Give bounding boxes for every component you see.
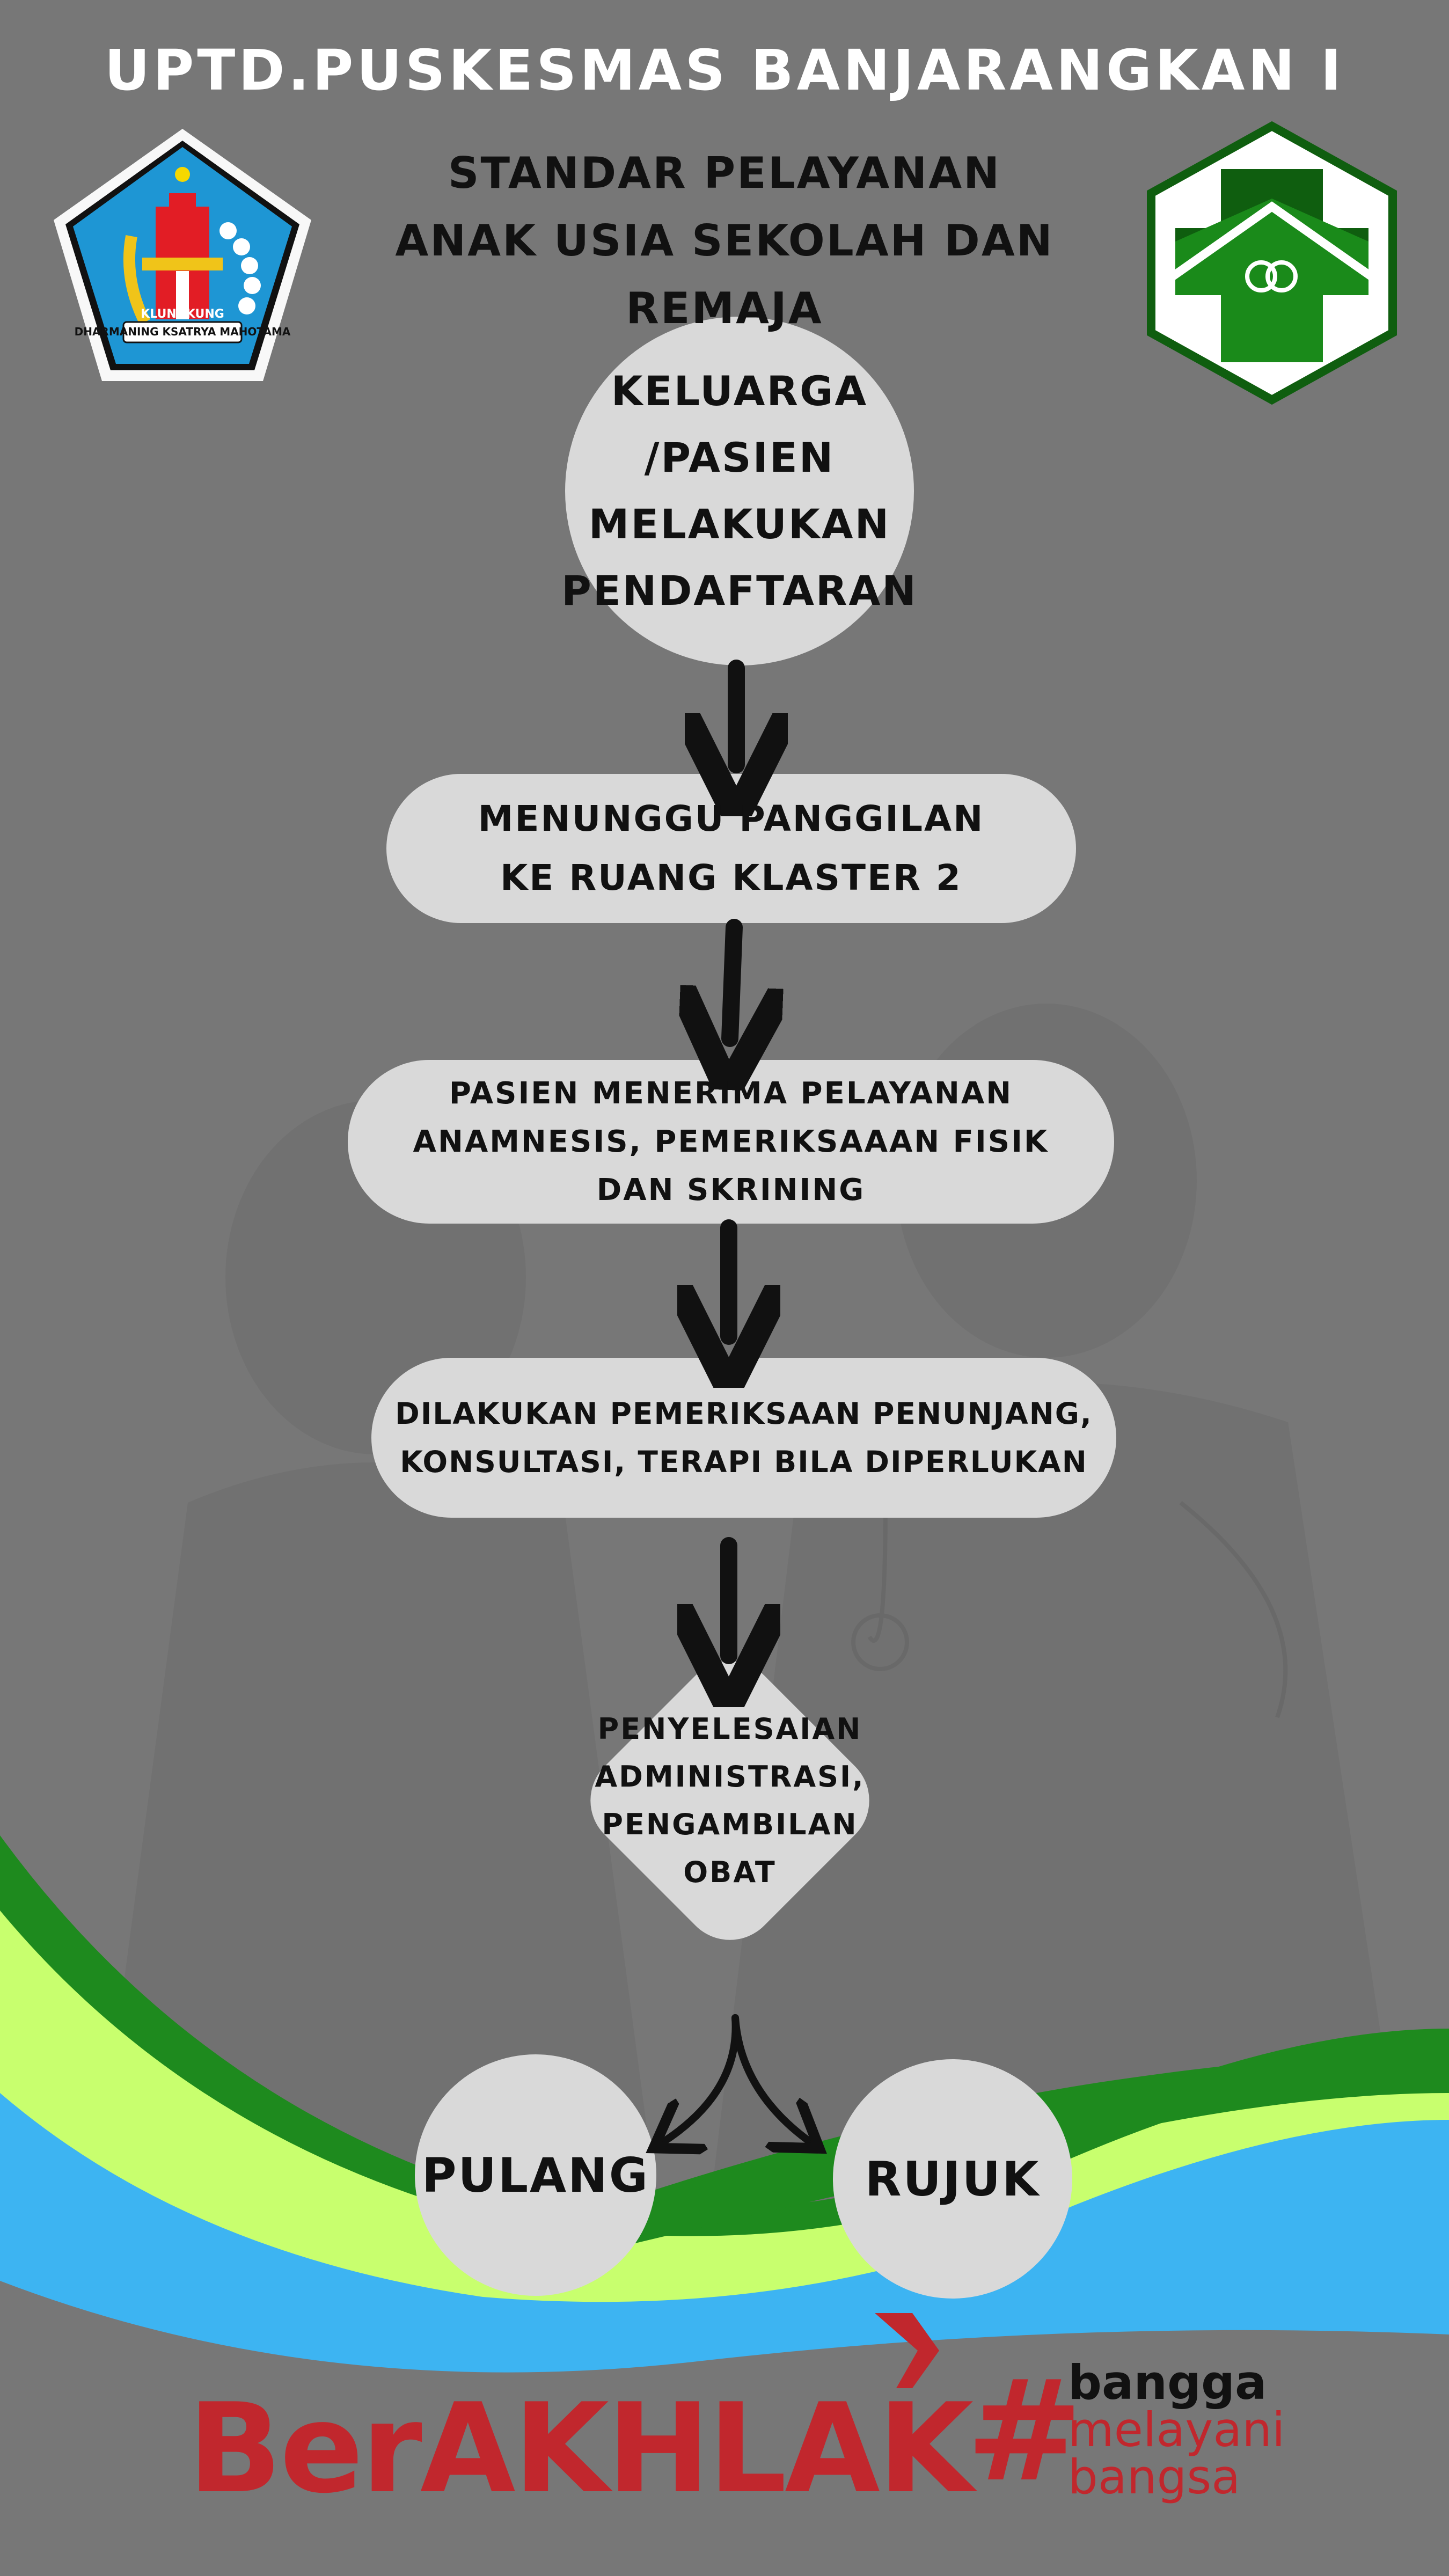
emblem-name: KLUNGKUNG xyxy=(141,308,224,321)
node-supporting-exam xyxy=(371,1358,1116,1518)
arrow-2 xyxy=(730,919,734,1038)
node-examination xyxy=(348,1060,1114,1224)
outcome-pulang: PULANG xyxy=(421,2147,649,2203)
emblem-motto: DHARMANING KSATRYA MAHOTAMA xyxy=(75,325,291,338)
step1-line3: MELAKUKAN xyxy=(588,500,891,548)
decision-text: PENYELESAIAN ADMINISTRASI, PENGAMBILAN O… xyxy=(580,1690,880,1911)
step3-line1: PASIEN MENERIMA PELAYANAN xyxy=(449,1075,1013,1111)
slogan-bangsa: bangsa xyxy=(1068,2449,1241,2505)
node-registration xyxy=(565,317,914,665)
step-registration-text: KELUARGA /PASIEN MELAKUKAN PENDAFTARAN xyxy=(561,338,916,644)
arrow-to-pulang xyxy=(660,2014,740,2144)
decision-line3: PENGAMBILAN xyxy=(602,1807,858,1841)
node-decision-diamond xyxy=(590,1661,869,1940)
slogan-bangga: bangga xyxy=(1068,2355,1267,2410)
step2-line2: KE RUANG KLASTER 2 xyxy=(500,857,962,898)
klungkung-emblem-logo: DHARMANING KSATRYA MAHOTAMA KLUNGKUNG xyxy=(54,129,311,381)
step1-line2: /PASIEN xyxy=(644,434,835,481)
step3-line2: ANAMNESIS, PEMERIKSAAAN FISIK xyxy=(413,1124,1049,1159)
decision-line4: OBAT xyxy=(683,1855,777,1889)
step1-line4: PENDAFTARAN xyxy=(561,567,918,614)
decision-line1: PENYELESAIAN xyxy=(597,1712,862,1746)
node-pulang xyxy=(415,2054,656,2296)
step-supporting-text: DILAKUKAN PEMERIKSAAN PENUNJANG, KONSULT… xyxy=(371,1358,1116,1518)
step2-line1: MENUNGGU PANGGILAN xyxy=(478,798,985,839)
step4-line2: KONSULTASI, TERAPI BILA DIPERLUKAN xyxy=(400,1445,1088,1479)
outcome-rujuk: RUJUK xyxy=(865,2151,1041,2207)
berakhlak-logo: BerAKHLAK xyxy=(188,2377,974,2521)
page-title: UPTD.PUSKESMAS BANJARANGKAN I xyxy=(104,38,1345,103)
step3-line3: DAN SKRINING xyxy=(596,1172,866,1208)
step1-line1: KELUARGA xyxy=(611,367,868,415)
arrow-to-rujuk xyxy=(731,2014,813,2144)
node-waiting xyxy=(386,774,1076,923)
subtitle-line-1: STANDAR PELAYANAN xyxy=(448,148,1001,198)
step-examination-text: PASIEN MENERIMA PELAYANAN ANAMNESIS, PEM… xyxy=(348,1060,1114,1224)
page-subtitle: STANDAR PELAYANAN ANAK USIA SEKOLAH DAN … xyxy=(322,140,1127,342)
decision-line2: ADMINISTRASI, xyxy=(595,1760,865,1794)
step-waiting-text: MENUNGGU PANGGILAN KE RUANG KLASTER 2 xyxy=(386,774,1076,923)
chevron-icon xyxy=(875,2313,939,2388)
step4-line1: DILAKUKAN PEMERIKSAAN PENUNJANG, xyxy=(395,1396,1093,1431)
hashtag-icon: # xyxy=(966,2351,1083,2513)
slogan-melayani: melayani xyxy=(1068,2402,1285,2457)
subtitle-line-2: ANAK USIA SEKOLAH DAN REMAJA xyxy=(395,216,1054,333)
node-rujuk xyxy=(833,2059,1072,2299)
puskesmas-cross-icon xyxy=(1147,121,1397,405)
